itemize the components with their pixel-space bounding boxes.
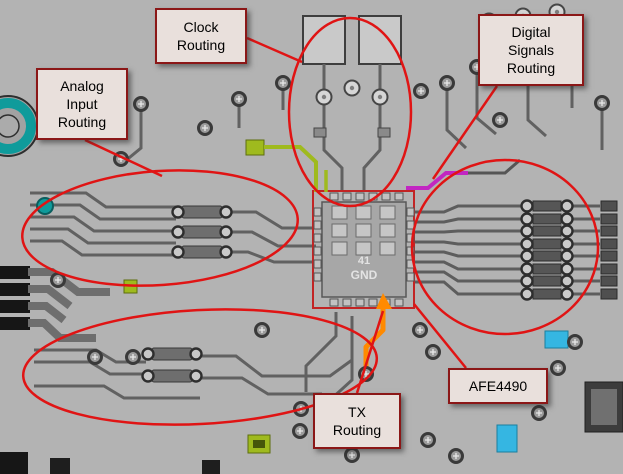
thermal-pad-number: 41 <box>358 255 370 267</box>
callout-afe4490: AFE4490 <box>448 368 548 404</box>
right-edge-components <box>600 200 618 300</box>
bottom-right-component <box>584 381 623 433</box>
callout-digital-signals-routing-label: Digital Signals Routing <box>506 23 556 77</box>
afe4490-footprint: 41 GND <box>312 190 415 309</box>
thermal-pad-net-label: GND <box>351 268 378 282</box>
analog-component-cluster <box>171 205 233 259</box>
green-pad-top <box>245 139 265 156</box>
callout-analog-input-routing: Analog Input Routing <box>36 68 128 140</box>
callout-analog-input-routing-label: Analog Input Routing <box>57 77 107 131</box>
cyan-component-right <box>544 330 569 349</box>
green-component-bottom <box>247 434 271 454</box>
teal-via <box>36 197 54 215</box>
callout-digital-signals-routing: Digital Signals Routing <box>478 14 584 86</box>
callout-tx-routing-label: TX Routing <box>332 403 382 438</box>
cyan-component-bottom <box>496 424 518 453</box>
green-pad-left <box>123 279 138 294</box>
callout-tx-routing: TX Routing <box>313 393 401 449</box>
callout-clock-routing-label: Clock Routing <box>176 18 226 53</box>
bottom-edge-pads <box>50 458 220 474</box>
thermal-via-grid <box>331 205 396 256</box>
orange-arrow <box>376 293 392 309</box>
callout-clock-routing: Clock Routing <box>155 8 247 64</box>
callout-afe4490-label: AFE4490 <box>468 377 528 394</box>
